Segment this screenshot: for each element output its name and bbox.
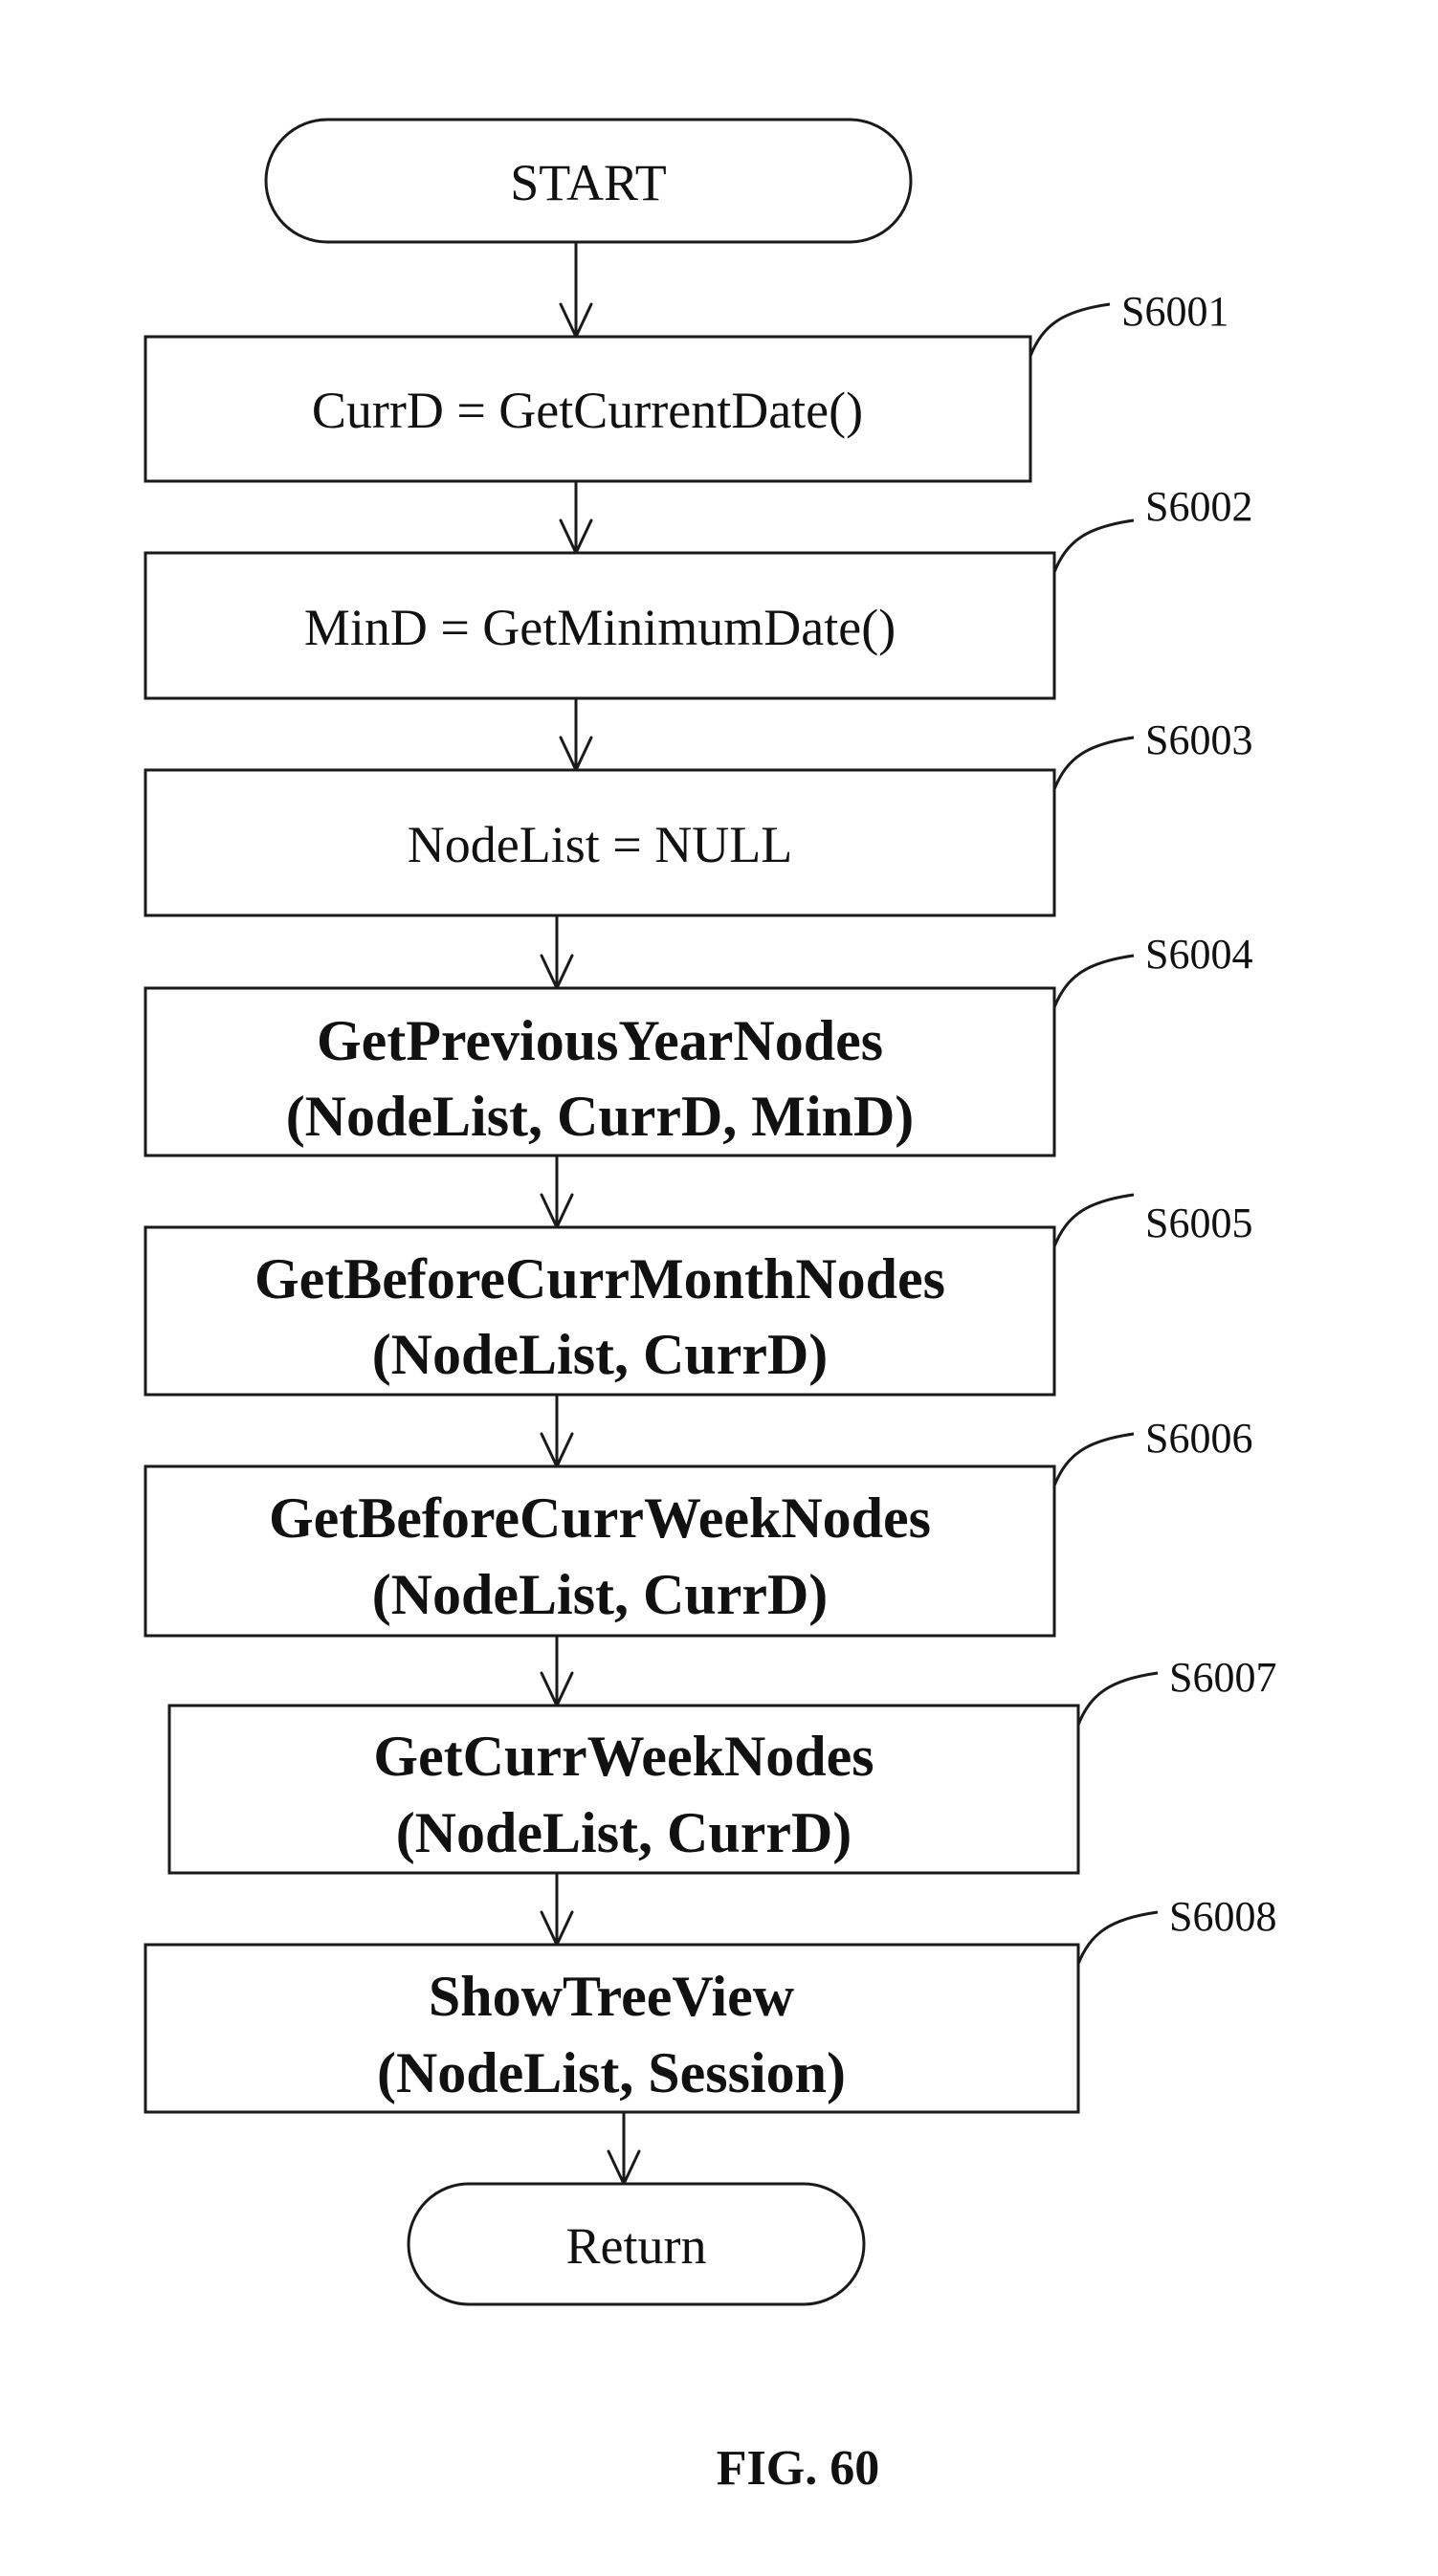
step-s6003-box [144,768,1056,917]
connector-s6004-s6005 [540,1156,574,1231]
step-s6005-label-line2: (NodeList, CurrD) [372,1323,829,1386]
step-s6007-box [167,1704,1080,1875]
step-s6005: GetBeforeCurrMonthNodes (NodeList, CurrD… [144,1193,1252,1397]
step-s6004-label-line1: GetPreviousYearNodes [317,1009,883,1072]
connector-s6003-s6004 [540,915,574,992]
step-s6008-leader [1076,1910,1159,1965]
step-s6007-label-line1: GetCurrWeekNodes [373,1725,874,1788]
step-s6004: GetPreviousYearNodes (NodeList, CurrD, M… [144,931,1252,1157]
step-s6008-box [144,1943,1080,2114]
step-s6007-leader [1076,1671,1159,1726]
step-s6006-box [144,1464,1056,1638]
connector-s6006-s6007 [540,1636,574,1709]
step-s6004-leader [1052,954,1135,1008]
step-s6006-label-line2: (NodeList, CurrD) [372,1563,829,1626]
step-s6005-id: S6005 [1145,1200,1252,1246]
step-s6002-box [144,551,1056,700]
step-s6006-id: S6006 [1145,1415,1252,1462]
step-s6008-label-line1: ShowTreeView [429,1965,795,2028]
connector-s6007-s6008 [540,1873,574,1949]
step-s6007-id: S6007 [1169,1654,1276,1701]
connector-start-s6001 [559,242,593,341]
step-s6006: GetBeforeCurrWeekNodes (NodeList, CurrD)… [144,1415,1252,1638]
start-terminal-shape [264,118,913,244]
step-s6001-leader [1029,302,1111,357]
step-s6008-label-line2: (NodeList, Session) [377,2041,846,2104]
return-terminal-shape [407,2182,866,2306]
step-s6008: ShowTreeView (NodeList, Session) S6008 [144,1893,1276,2114]
step-s6003-label: NodeList = NULL [408,816,792,873]
return-terminal-label: Return [566,2217,707,2275]
step-s6002-id: S6002 [1145,483,1252,530]
figure-label: FIG. 60 [717,2441,879,2496]
step-s6007-label-line2: (NodeList, CurrD) [396,1801,852,1864]
connector-s6001-s6002 [559,481,593,557]
step-s6004-label-line2: (NodeList, CurrD, MinD) [286,1085,915,1148]
step-s6003-id: S6003 [1145,716,1252,763]
step-s6005-leader [1052,1193,1135,1247]
return-terminal: Return [407,2182,866,2306]
step-s6007: GetCurrWeekNodes (NodeList, CurrD) S6007 [167,1654,1276,1875]
step-s6005-label-line1: GetBeforeCurrMonthNodes [254,1247,945,1310]
step-s6004-box [144,986,1056,1157]
connector-s6005-s6006 [540,1395,574,1470]
step-s6006-leader [1052,1432,1135,1486]
start-terminal-label: START [510,154,666,211]
step-s6002-label: MinD = GetMinimumDate() [304,599,896,656]
connectors [540,242,641,2188]
connector-s6002-s6003 [559,698,593,774]
step-s6001-box [144,335,1032,483]
step-s6001-label: CurrD = GetCurrentDate() [312,382,863,439]
step-s6001: CurrD = GetCurrentDate() S6001 [144,288,1228,483]
connector-s6008-return [607,2112,641,2188]
step-s6003-leader [1052,736,1135,790]
step-s6004-id: S6004 [1145,931,1252,978]
step-s6005-box [144,1225,1056,1397]
step-s6008-id: S6008 [1169,1893,1276,1940]
start-terminal: START [264,118,913,244]
step-s6002: MinD = GetMinimumDate() S6002 [144,483,1252,700]
step-s6006-label-line1: GetBeforeCurrWeekNodes [269,1486,931,1550]
step-s6002-leader [1052,518,1135,573]
step-s6003: NodeList = NULL S6003 [144,716,1252,917]
step-s6001-id: S6001 [1121,288,1228,335]
